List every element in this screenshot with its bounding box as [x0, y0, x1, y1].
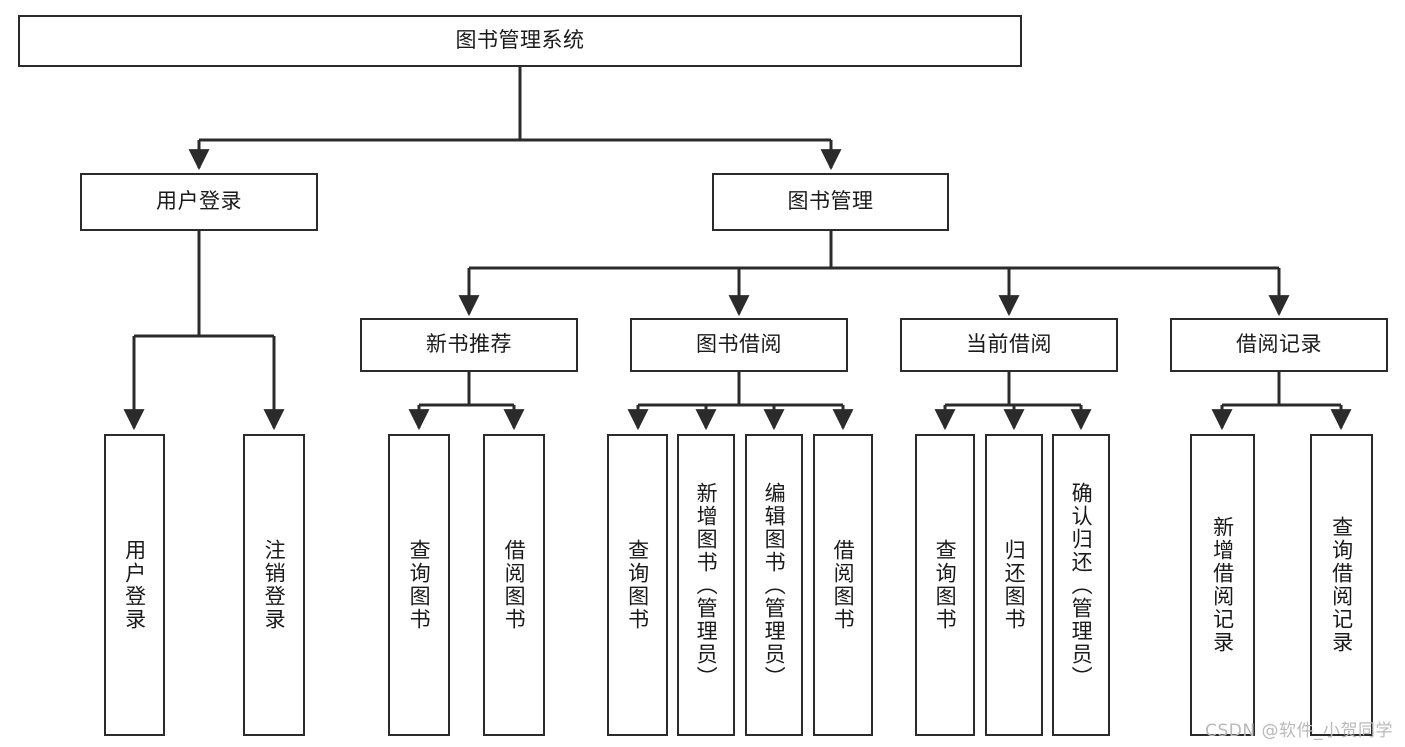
node-leaf-edit-book-label: 编辑图书（管理员） — [762, 481, 787, 689]
node-borrow-record[interactable]: 借阅记录 — [1170, 318, 1388, 372]
node-current-borrow-label: 当前借阅 — [966, 332, 1052, 357]
node-leaf-borrow-book-2-label: 借阅图书 — [831, 539, 856, 631]
node-book-manage[interactable]: 图书管理 — [712, 173, 949, 231]
node-book-borrow[interactable]: 图书借阅 — [630, 318, 848, 372]
node-leaf-borrow-book-1[interactable]: 借阅图书 — [483, 434, 545, 736]
node-user-login[interactable]: 用户登录 — [80, 173, 318, 231]
watermark-text: CSDN @软件_小贺同学 — [1205, 721, 1393, 741]
node-leaf-user-login-label: 用户登录 — [122, 539, 147, 631]
node-current-borrow[interactable]: 当前借阅 — [900, 318, 1118, 372]
node-leaf-query-book-1[interactable]: 查询图书 — [388, 434, 450, 736]
node-new-book-rec-label: 新书推荐 — [426, 332, 512, 357]
node-borrow-record-label: 借阅记录 — [1236, 332, 1322, 357]
node-leaf-return-book-label: 归还图书 — [1002, 539, 1027, 631]
node-leaf-query-book-2[interactable]: 查询图书 — [607, 434, 668, 736]
node-leaf-add-book[interactable]: 新增图书（管理员） — [677, 434, 735, 736]
node-leaf-confirm-return[interactable]: 确认归还（管理员） — [1052, 434, 1110, 736]
node-leaf-borrow-book-2[interactable]: 借阅图书 — [813, 434, 873, 736]
node-leaf-query-book-3-label: 查询图书 — [933, 539, 958, 631]
node-leaf-borrow-book-1-label: 借阅图书 — [502, 539, 527, 631]
node-leaf-query-book-3[interactable]: 查询图书 — [915, 434, 975, 736]
node-root[interactable]: 图书管理系统 — [18, 15, 1022, 67]
node-leaf-query-book-1-label: 查询图书 — [407, 539, 432, 631]
node-leaf-user-logout[interactable]: 注销登录 — [243, 434, 305, 736]
node-leaf-return-book[interactable]: 归还图书 — [985, 434, 1043, 736]
node-leaf-add-book-label: 新增图书（管理员） — [694, 481, 719, 689]
node-leaf-confirm-return-label: 确认归还（管理员） — [1069, 481, 1094, 689]
node-root-label: 图书管理系统 — [455, 28, 585, 53]
node-book-manage-label: 图书管理 — [787, 189, 874, 214]
node-leaf-user-logout-label: 注销登录 — [262, 539, 287, 631]
node-leaf-user-login[interactable]: 用户登录 — [104, 434, 165, 736]
node-leaf-add-record[interactable]: 新增借阅记录 — [1190, 434, 1255, 736]
node-leaf-edit-book[interactable]: 编辑图书（管理员） — [745, 434, 803, 736]
node-leaf-query-record-label: 查询借阅记录 — [1329, 516, 1354, 654]
node-new-book-rec[interactable]: 新书推荐 — [360, 318, 578, 372]
node-leaf-query-record[interactable]: 查询借阅记录 — [1310, 434, 1373, 736]
node-book-borrow-label: 图书借阅 — [696, 332, 782, 357]
node-leaf-add-record-label: 新增借阅记录 — [1210, 516, 1235, 654]
node-user-login-label: 用户登录 — [156, 189, 242, 214]
node-leaf-query-book-2-label: 查询图书 — [625, 539, 650, 631]
